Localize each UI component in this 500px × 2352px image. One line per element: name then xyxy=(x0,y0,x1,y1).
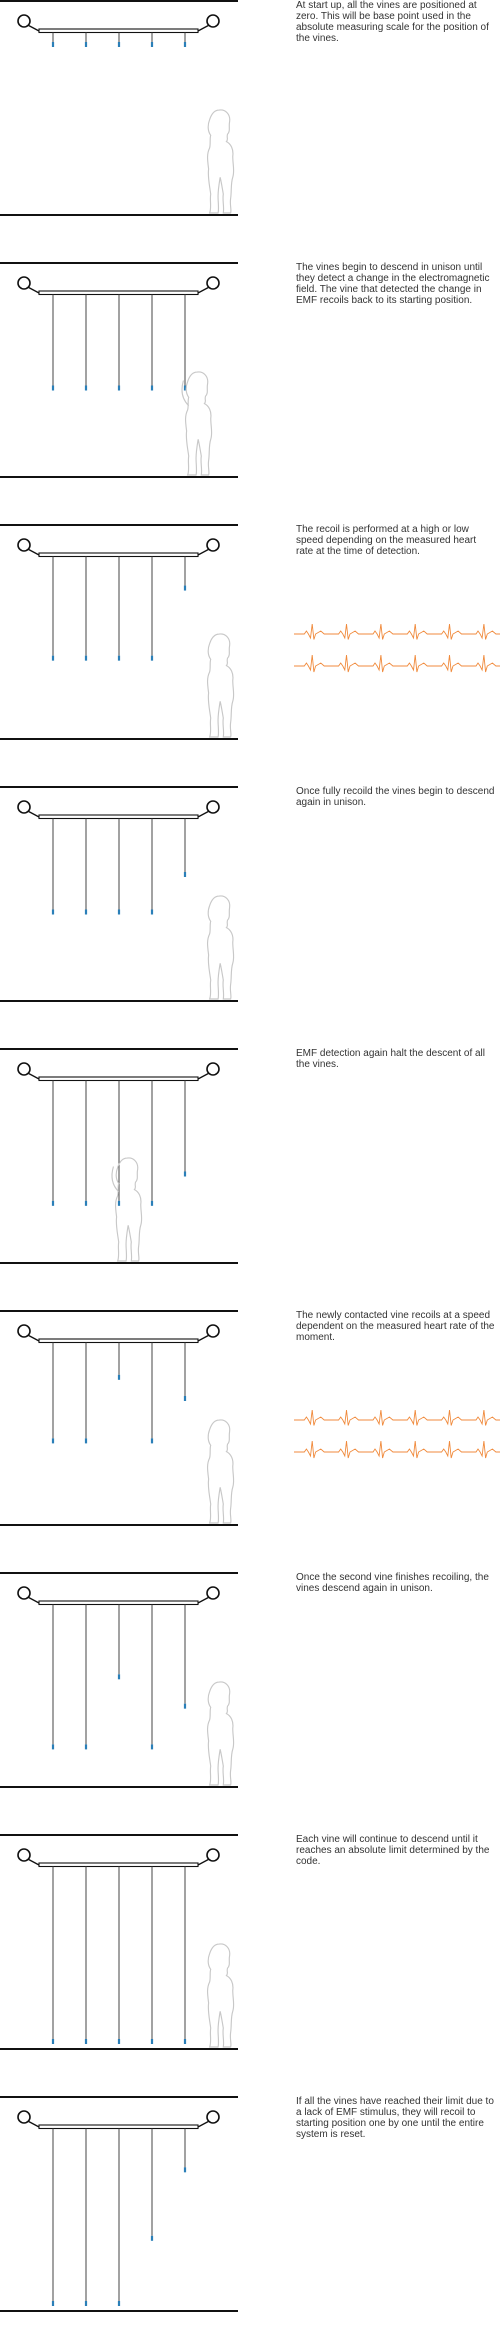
installation-drawing xyxy=(0,1572,238,1788)
pulley-right-icon xyxy=(206,1324,220,1338)
heart-rate-waveform xyxy=(294,623,500,673)
step-panel: Once the second vine finishes recoiling,… xyxy=(0,1572,500,1828)
pulley-right-icon xyxy=(206,276,220,290)
installation-drawing xyxy=(0,262,238,478)
pulley-left-icon xyxy=(17,1324,31,1338)
person-silhouette-icon xyxy=(111,1157,143,1262)
step-caption: EMF detection again halt the descent of … xyxy=(296,1048,486,1070)
pulley-right-icon xyxy=(206,538,220,552)
step-caption: Once the second vine finishes recoiling,… xyxy=(296,1572,489,1594)
pulley-right-icon xyxy=(206,1848,220,1862)
step-caption: The recoil is performed at a high or low… xyxy=(296,524,477,557)
step-panel: Each vine will continue to descend until… xyxy=(0,1834,500,2090)
step-panel: The recoil is performed at a high or low… xyxy=(0,524,500,780)
ecg-trace xyxy=(294,654,500,673)
installation-drawing xyxy=(0,1834,238,2050)
pulley-left-icon xyxy=(17,1586,31,1600)
step-caption: At start up, all the vines are positione… xyxy=(296,0,489,44)
ecg-trace xyxy=(294,1409,500,1426)
installation-drawing xyxy=(0,2096,238,2312)
pulley-right-icon xyxy=(206,14,220,28)
step-panel: The vines begin to descend in unison unt… xyxy=(0,262,500,518)
step-panel: At start up, all the vines are positione… xyxy=(0,0,500,256)
heart-rate-waveform xyxy=(294,1409,500,1459)
rig-bar xyxy=(17,1062,220,1082)
pulley-right-icon xyxy=(206,1586,220,1600)
step-caption: If all the vines have reached their limi… xyxy=(296,2096,494,2140)
pulley-left-icon xyxy=(17,14,31,28)
step-caption: Once fully recoild the vines begin to de… xyxy=(296,786,495,808)
rig-bar xyxy=(17,1324,220,1344)
person-silhouette-icon xyxy=(181,371,213,476)
pulley-right-icon xyxy=(206,800,220,814)
pulley-left-icon xyxy=(17,276,31,290)
pulley-right-icon xyxy=(206,1062,220,1076)
step-panel: The newly contacted vine recoils at a sp… xyxy=(0,1310,500,1566)
installation-drawing xyxy=(0,1048,238,1264)
step-panel: If all the vines have reached their limi… xyxy=(0,2096,500,2352)
ecg-trace xyxy=(294,1440,500,1459)
pulley-left-icon xyxy=(17,2110,31,2124)
step-panel: EMF detection again halt the descent of … xyxy=(0,1048,500,1304)
rig-bar xyxy=(17,1848,220,1868)
rig-bar xyxy=(17,276,220,296)
step-panel: Once fully recoild the vines begin to de… xyxy=(0,786,500,1042)
person-silhouette-icon xyxy=(206,895,235,1000)
ecg-trace xyxy=(294,623,500,640)
rig-bar xyxy=(17,1586,220,1606)
installation-drawing xyxy=(0,786,238,1002)
installation-drawing xyxy=(0,524,238,740)
installation-drawing xyxy=(0,1310,238,1526)
person-silhouette-icon xyxy=(206,633,235,738)
rig-bar xyxy=(17,14,220,34)
pulley-right-icon xyxy=(206,2110,220,2124)
step-caption: The newly contacted vine recoils at a sp… xyxy=(296,1310,495,1343)
rig-bar xyxy=(17,2110,220,2130)
person-silhouette-icon xyxy=(206,109,235,214)
pulley-left-icon xyxy=(17,1062,31,1076)
pulley-left-icon xyxy=(17,1848,31,1862)
installation-drawing xyxy=(0,0,238,216)
person-silhouette-icon xyxy=(206,1943,235,2048)
step-caption: The vines begin to descend in unison unt… xyxy=(296,262,490,306)
person-silhouette-icon xyxy=(206,1681,235,1786)
rig-bar xyxy=(17,538,220,558)
pulley-left-icon xyxy=(17,538,31,552)
pulley-left-icon xyxy=(17,800,31,814)
step-caption: Each vine will continue to descend until… xyxy=(296,1834,490,1867)
rig-bar xyxy=(17,800,220,820)
person-silhouette-icon xyxy=(206,1419,235,1524)
